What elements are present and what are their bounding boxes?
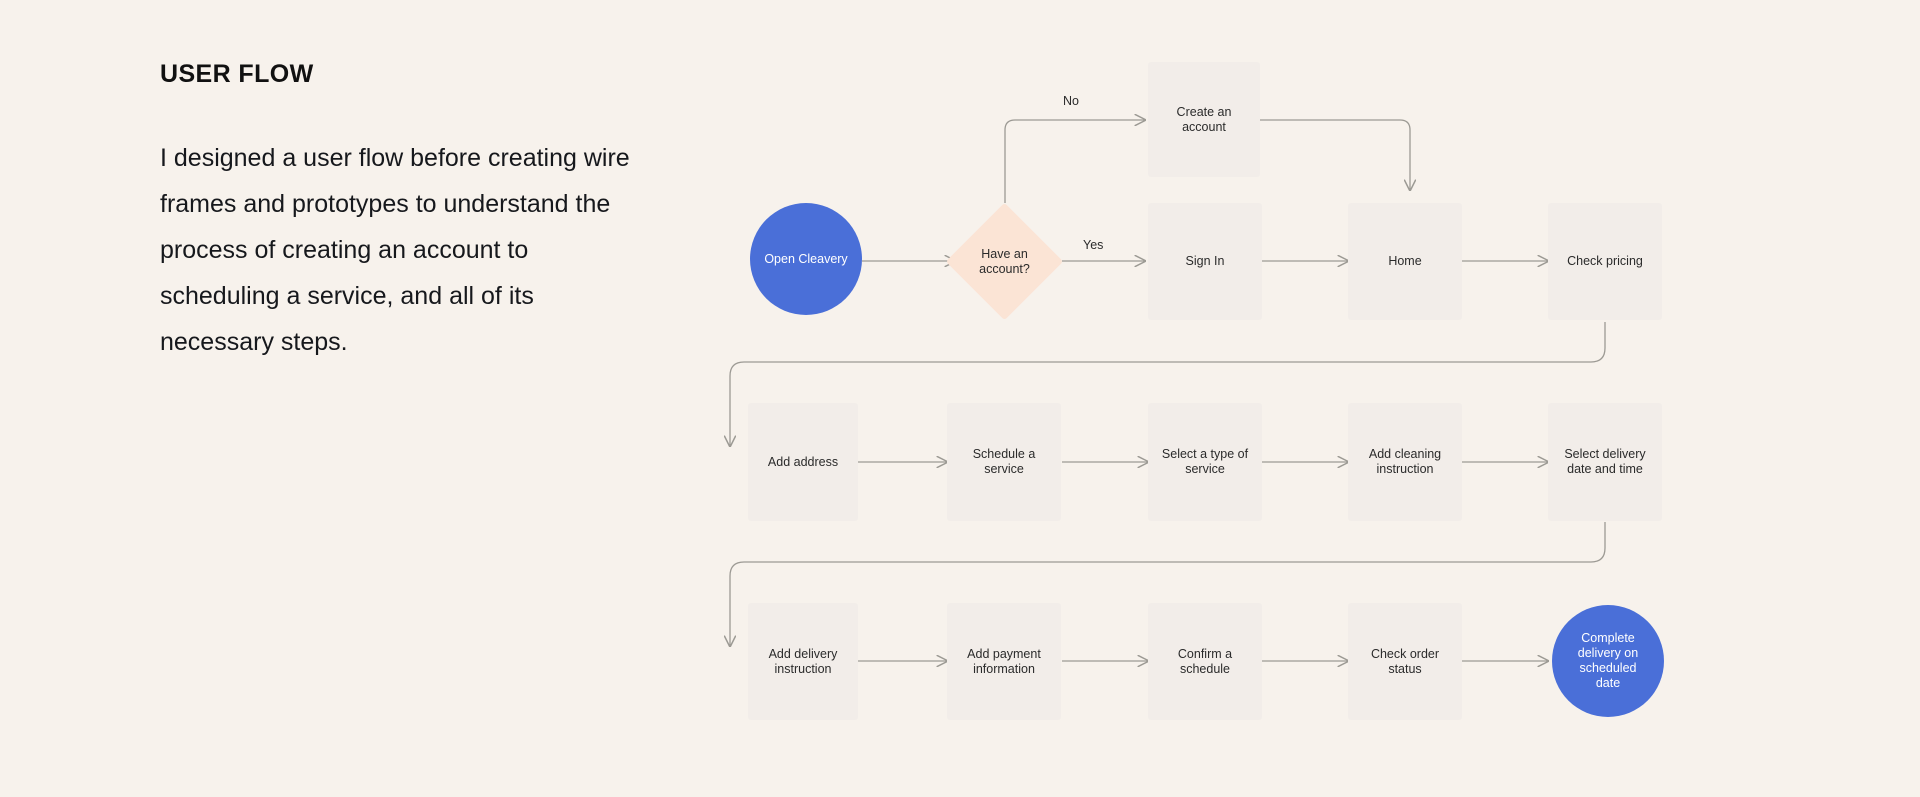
node-label: Confirm a schedule — [1177, 646, 1233, 676]
intro-section: USER FLOW I designed a user flow before … — [160, 60, 630, 365]
page-title: USER FLOW — [160, 60, 314, 88]
edge-wrap-row2-to-row3 — [730, 522, 1606, 646]
node-select-a-type-of-service[interactable]: Select a type of service — [1148, 403, 1262, 521]
node-create-an-account[interactable]: Create an account — [1148, 62, 1260, 177]
node-label: Check order status — [1370, 646, 1440, 676]
node-schedule-a-service[interactable]: Schedule a service — [947, 403, 1061, 521]
edge-label-yes: Yes — [1083, 238, 1104, 252]
node-have-an-account[interactable]: Have an account? — [945, 202, 1064, 321]
edge-label-no: No — [1063, 94, 1079, 108]
node-check-order-status[interactable]: Check order status — [1348, 603, 1462, 720]
node-confirm-a-schedule[interactable]: Confirm a schedule — [1148, 603, 1262, 720]
node-check-pricing[interactable]: Check pricing — [1548, 203, 1662, 320]
intro-paragraph: I designed a user flow before creating w… — [160, 144, 630, 356]
node-label: Schedule a service — [972, 447, 1036, 476]
node-add-delivery-instruction[interactable]: Add delivery instruction — [748, 603, 858, 720]
node-label: Open Cleavery — [764, 251, 848, 266]
node-label: Sign In — [1185, 254, 1225, 268]
node-label: Complete delivery on scheduled date — [1577, 631, 1639, 690]
node-sign-in[interactable]: Sign In — [1148, 203, 1262, 320]
node-home[interactable]: Home — [1348, 203, 1462, 320]
node-add-cleaning-instruction[interactable]: Add cleaning instruction — [1348, 403, 1462, 521]
edge-create-to-home — [1260, 119, 1410, 190]
edge-decision-no — [1004, 120, 1145, 203]
node-label: Home — [1388, 254, 1422, 268]
node-label: Add delivery instruction — [768, 646, 838, 676]
node-label: Add address — [767, 454, 839, 469]
node-label: Check pricing — [1567, 254, 1643, 268]
node-label: Select delivery date and time — [1564, 447, 1646, 476]
edge-wrap-row1-to-row2 — [730, 322, 1606, 446]
node-complete-delivery[interactable]: Complete delivery on scheduled date — [1552, 605, 1664, 717]
node-select-delivery-date-and-time[interactable]: Select delivery date and time — [1548, 403, 1662, 521]
node-label: Create an account — [1176, 104, 1232, 134]
node-label: Add cleaning instruction — [1368, 447, 1442, 476]
node-add-payment-information[interactable]: Add payment information — [947, 603, 1061, 720]
node-label: Have an account? — [979, 246, 1030, 276]
node-label: Add payment information — [967, 646, 1041, 676]
node-label: Select a type of service — [1161, 447, 1249, 476]
node-open-cleavery[interactable]: Open Cleavery — [750, 203, 862, 315]
node-add-address[interactable]: Add address — [748, 403, 858, 521]
